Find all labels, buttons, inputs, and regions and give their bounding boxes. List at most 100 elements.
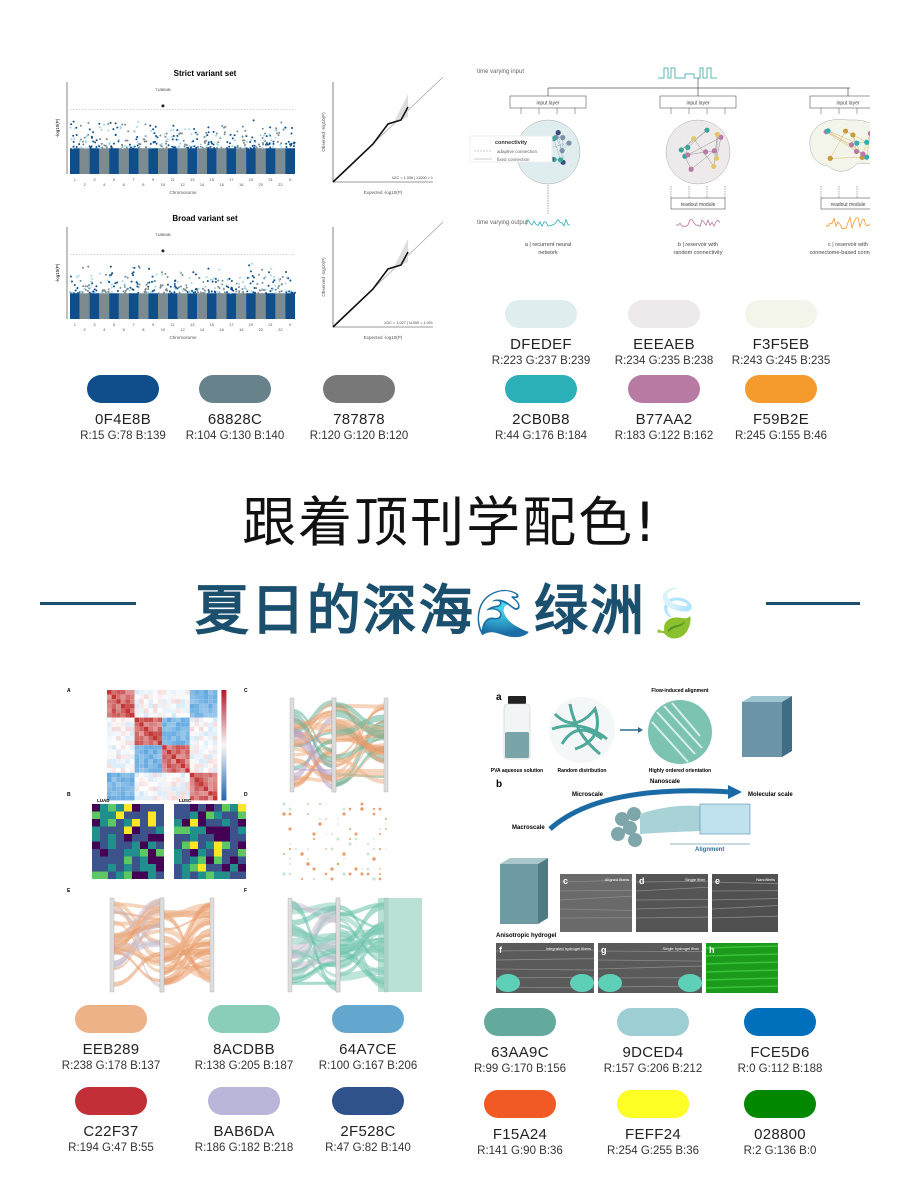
snp-point [124, 289, 127, 292]
dot [348, 807, 352, 811]
snp-point [264, 275, 267, 278]
heatmap-cell [153, 740, 158, 746]
snp-point [128, 145, 131, 148]
snp-point [261, 281, 264, 284]
dot [360, 807, 364, 811]
heatmap-cell [116, 819, 124, 827]
snp-point [95, 139, 98, 142]
snp-point [92, 290, 95, 293]
chromosome-band [255, 148, 266, 174]
heatmap-cell [166, 745, 172, 750]
heatmap-cell [124, 826, 132, 834]
heatmap-cell [208, 713, 213, 718]
heatmap-cell [194, 772, 199, 778]
chromosome-label: X [289, 322, 292, 327]
heatmap-cell [107, 699, 112, 704]
heatmap-cell [107, 749, 112, 755]
snp-point [160, 271, 163, 274]
heatmap-cell [189, 703, 195, 709]
heatmap-cell [238, 856, 246, 864]
heatmap-cell [206, 849, 214, 857]
snp-point [154, 125, 157, 128]
flow-band [338, 912, 386, 930]
node [702, 149, 709, 155]
heatmap-cell [182, 841, 190, 849]
readout-box [820, 197, 870, 210]
svg-text:readout module: readout module [831, 202, 866, 208]
flow-band [162, 915, 212, 931]
snp-point [245, 147, 248, 150]
heatmap-cell [111, 791, 117, 796]
snp-point [148, 281, 151, 284]
snp-point [218, 287, 221, 290]
snp-point [72, 140, 75, 143]
snp-point [277, 285, 280, 288]
svg-text:readout module: readout module [681, 202, 716, 208]
heatmap-cell [125, 745, 130, 750]
snp-point [89, 146, 92, 149]
snp-point [217, 141, 220, 144]
swatch-hex: FCE5D6 [750, 1044, 810, 1061]
heatmap-cell [116, 856, 124, 864]
heatmap-cell [125, 786, 130, 792]
snp-point [274, 129, 277, 132]
heatmap-cell [212, 777, 218, 782]
snp-point [112, 128, 115, 131]
heatmap-cell [108, 871, 116, 879]
flow-band [338, 966, 386, 981]
heatmap-cell [199, 726, 204, 732]
heatmap-cell [153, 736, 158, 741]
snp-point [143, 140, 146, 143]
heatmap-cell [139, 731, 144, 736]
dot [379, 868, 381, 870]
heatmap-cell [171, 759, 176, 764]
snp-point [194, 273, 197, 276]
chromosome-label: 7 [132, 322, 135, 327]
heatmap-cell [130, 722, 135, 727]
heatmap-cell [132, 804, 140, 812]
snp-point [161, 273, 164, 276]
snp-point [95, 289, 98, 292]
heatmap-cell [162, 749, 167, 755]
svg-text:adaptive connection: adaptive connection [497, 149, 538, 154]
dot [288, 812, 292, 816]
heatmap-cell [203, 772, 209, 778]
svg-text:LUAD: LUAD [97, 798, 110, 803]
snp-point [243, 285, 246, 288]
heatmap-cell [92, 826, 100, 834]
snp-point [285, 142, 288, 145]
dot [325, 848, 327, 850]
snp-point [207, 147, 210, 150]
chromosome-band [216, 148, 227, 174]
swatch-hex: 68828C [207, 411, 263, 428]
heatmap-cell [156, 834, 164, 842]
heatmap-cell [157, 694, 163, 700]
heatmap-cell [230, 864, 238, 872]
snp-point [272, 275, 275, 278]
dot [361, 868, 363, 870]
svg-text:input layer: input layer [836, 101, 859, 107]
heatmap-cell [176, 694, 181, 700]
heatmap-cell [199, 772, 204, 778]
svg-text:Highly ordered orientation: Highly ordered orientation [649, 768, 712, 774]
heatmap-cell [171, 717, 176, 723]
heatmap-cell [212, 690, 218, 695]
heatmap-cell [222, 834, 230, 842]
heatmap-cell [182, 834, 190, 842]
swatch-hex: B77AA2 [635, 411, 693, 428]
heatmap-cell [156, 804, 164, 812]
swatch-rgb: R:0 G:112 B:188 [737, 1063, 823, 1075]
snp-point [199, 291, 202, 294]
dot [312, 837, 316, 841]
heatmap-cell [134, 740, 140, 746]
heatmap-cell [134, 754, 140, 759]
node [559, 148, 565, 154]
swatch-pill [745, 300, 817, 328]
snp-point [206, 279, 209, 282]
snp-point [201, 287, 204, 290]
heatmap-cell [111, 722, 117, 727]
heatmap-cell [222, 804, 230, 812]
chromosome-label: 20 [259, 327, 264, 332]
heatmap-cell [153, 786, 158, 792]
heatmap-cell [143, 726, 149, 732]
